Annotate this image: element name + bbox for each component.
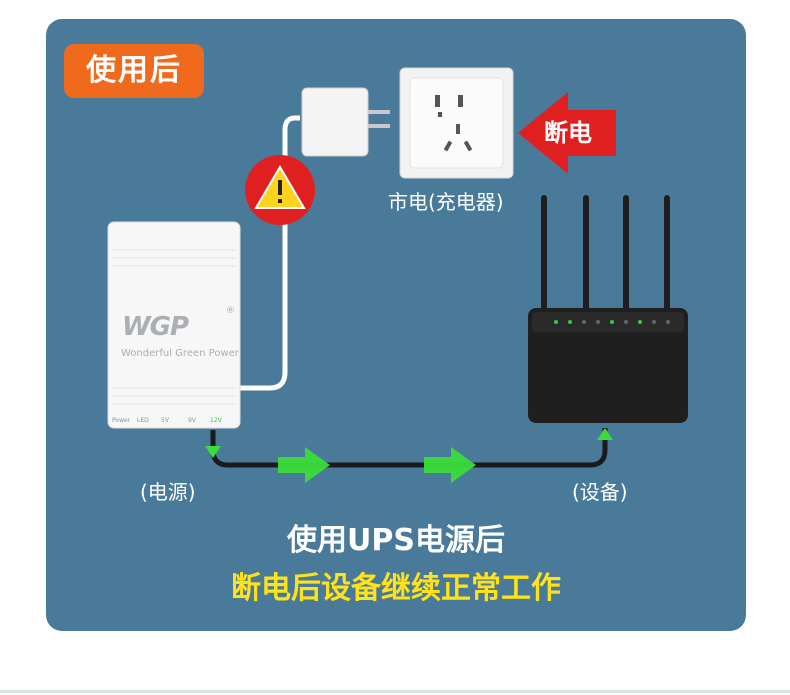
charger-plug [301, 87, 390, 157]
ups-device [107, 221, 241, 429]
wall-outlet [399, 67, 514, 179]
power-cut-arrow [518, 92, 616, 174]
power-source-label: (电源) [140, 480, 196, 504]
warning-icon [245, 155, 315, 225]
ups-tagline: Wonderful Green Power [121, 348, 239, 359]
headline-secondary: 断电后设备继续正常工作 [231, 571, 561, 606]
router-antennas [541, 195, 670, 313]
power-cut-label: 断电 [544, 119, 592, 147]
after-use-badge: 使用后 [64, 44, 204, 98]
bottom-divider [0, 690, 790, 693]
outlet-caption: 市电(充电器) [388, 190, 504, 214]
dc-cable [210, 428, 608, 468]
router-device [528, 308, 688, 423]
port-label-power: Power [112, 417, 131, 424]
port-label-9v: 9V [188, 417, 196, 424]
registered-mark: ® [226, 306, 235, 316]
port-label-5v: 5V [161, 417, 169, 424]
power-flow-arrows [205, 428, 613, 483]
port-label-led: LED [137, 417, 149, 424]
charger-cable [238, 115, 300, 391]
device-label: (设备) [572, 480, 628, 504]
ups-brand-logo: WGP [122, 312, 189, 342]
headline-primary: 使用UPS电源后 [287, 523, 505, 558]
port-label-12v: 12V [210, 417, 222, 424]
